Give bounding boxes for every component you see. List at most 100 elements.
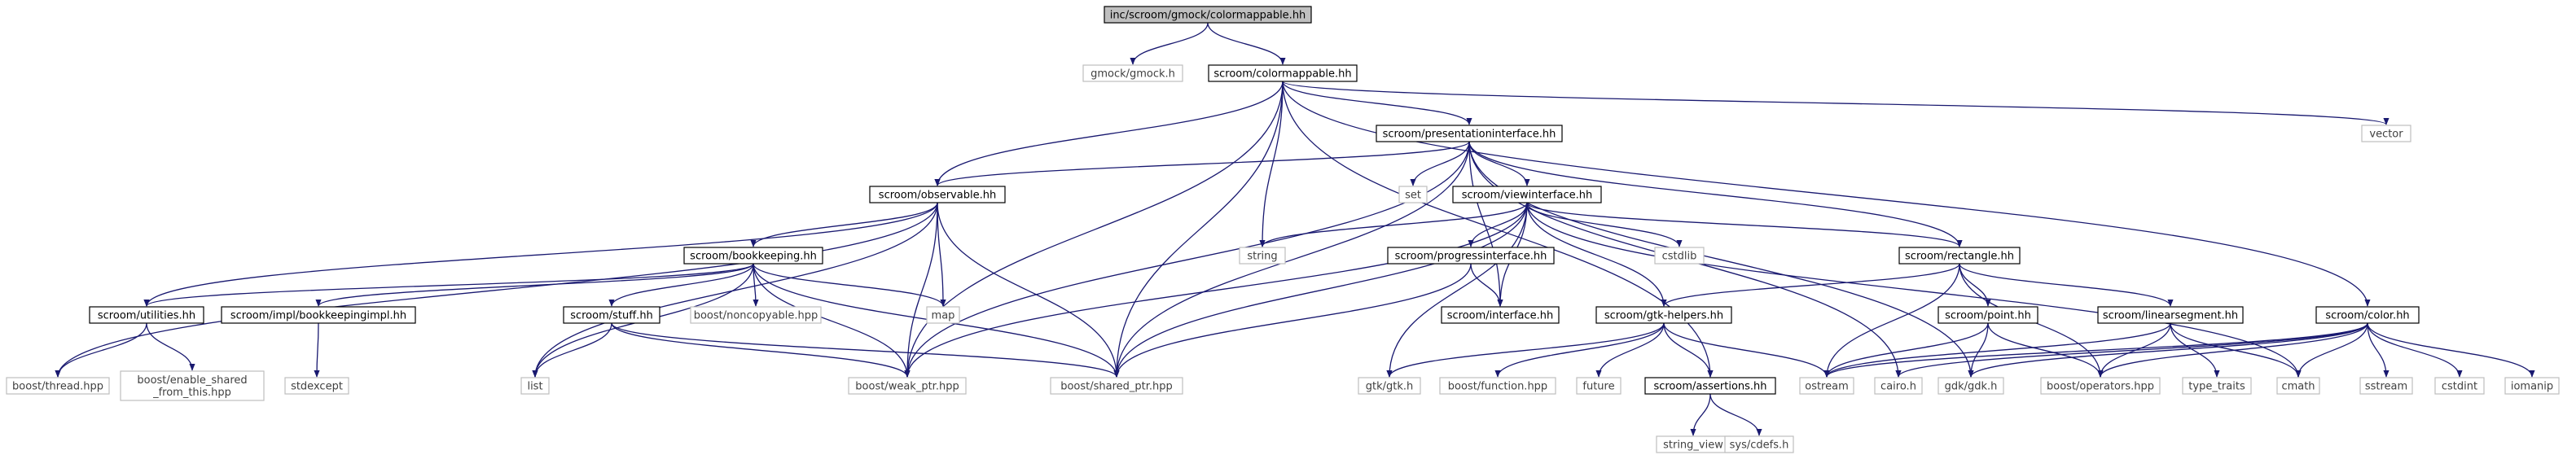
edge-line <box>2367 322 2389 378</box>
node-cmath: cmath <box>2276 377 2320 395</box>
edge-line <box>1526 202 2302 378</box>
node-label-line: scroom/gtk-helpers.hh <box>1604 310 1723 322</box>
edge-utilities-to-enable_shared <box>146 322 195 371</box>
node-boost-noncopyable-hpp: boost/noncopyable.hpp <box>690 306 822 324</box>
edge-line <box>2295 322 2368 378</box>
node-box <box>1874 377 1923 395</box>
edge-line <box>1468 202 1528 247</box>
edge-rectangle-to-gtkhelpers <box>1661 263 1960 307</box>
edge-colormappable-to-observable <box>934 81 1284 186</box>
node-label-line: boost/operators.hpp <box>2047 381 2154 393</box>
node-label: scroom/assertions.hh <box>1653 381 1766 393</box>
edge-viewinterface-to-gtk <box>1386 202 1528 378</box>
node-label: gdk/gdk.h <box>1945 381 1998 393</box>
edge-assertions-to-cdefs <box>1709 393 1762 436</box>
edge-point-to-ostream <box>1823 322 1989 378</box>
node-label-line: scroom/impl/bookkeepingimpl.hh <box>230 310 406 322</box>
node-scroom-stuff-hh[interactable]: scroom/stuff.hh <box>563 306 660 324</box>
edge-color-to-operators <box>2097 322 2368 378</box>
edge-line <box>1282 81 1472 125</box>
edge-line <box>1895 322 2368 378</box>
node-scroom-progressinterface-hh[interactable]: scroom/progressinterface.hh <box>1387 247 1555 265</box>
edge-gtkhelpers-to-future <box>1595 322 1665 378</box>
node-label: cairo.h <box>1880 381 1916 393</box>
node-label: scroom/colormappable.hh <box>1213 68 1351 81</box>
node-label: cstdint <box>2442 381 2477 393</box>
edge-line <box>1410 141 1470 186</box>
node-boost-operators-hpp: boost/operators.hpp <box>2040 377 2161 395</box>
edge-layer <box>55 22 2535 436</box>
node-box <box>2182 377 2252 395</box>
node-box <box>6 377 110 395</box>
node-box <box>1050 377 1183 395</box>
edge-line <box>532 202 938 378</box>
node-string: string <box>1239 247 1286 265</box>
node-boost-function-hpp: boost/function.hpp <box>1439 377 1556 395</box>
edge-line <box>1113 263 1472 378</box>
edge-color-to-sstream <box>2367 322 2389 378</box>
node-scroom-presentationinterface-hh[interactable]: scroom/presentationinterface.hh <box>1376 125 1563 142</box>
node-box <box>1898 247 2021 265</box>
node-scroom-viewinterface-hh[interactable]: scroom/viewinterface.hh <box>1452 186 1602 203</box>
node-label-line: boost/shared_ptr.hpp <box>1060 381 1173 393</box>
node-box <box>1937 306 2038 324</box>
node-box <box>1644 377 1776 395</box>
node-scroom-assertions-hh[interactable]: scroom/assertions.hh <box>1644 377 1776 395</box>
node-label: sys/cdefs.h <box>1730 440 1789 452</box>
node-scroom-colormappable-hh[interactable]: scroom/colormappable.hh <box>1208 64 1358 82</box>
edge-colormappable-to-color <box>1282 81 2371 307</box>
node-box <box>221 306 416 324</box>
edge-presentationinterface-to-weak_ptr <box>904 141 1470 378</box>
edge-viewinterface-to-string <box>1259 202 1528 247</box>
edge-presentationinterface-to-set <box>1410 141 1470 186</box>
edge-viewinterface-to-weak_ptr <box>904 202 1528 378</box>
node-label-line: cstdlib <box>1662 251 1697 263</box>
node-label: vector <box>2369 129 2403 141</box>
edge-line <box>1987 322 2104 378</box>
node-scroom-color-hh[interactable]: scroom/color.hh <box>2315 306 2420 324</box>
node-label-line: scroom/observable.hh <box>879 190 996 202</box>
edge-line <box>143 202 938 307</box>
edge-line <box>2367 322 2535 378</box>
edge-stuff-to-weak_ptr <box>611 322 911 378</box>
node-label-line: boost/thread.hpp <box>12 381 103 393</box>
node-boost-shared-ptr-hpp: boost/shared_ptr.hpp <box>1050 377 1183 395</box>
node-label: scroom/linearsegment.hh <box>2103 310 2238 322</box>
edge-assertions-to-string_view <box>1690 393 1711 436</box>
edge-line <box>55 202 938 378</box>
node-scroom-rectangle-hh[interactable]: scroom/rectangle.hh <box>1898 247 2021 265</box>
node-cairo-h: cairo.h <box>1874 377 1923 395</box>
node-label: gmock/gmock.h <box>1091 68 1175 81</box>
node-scroom-gtk-helpers-hh[interactable]: scroom/gtk-helpers.hh <box>1595 306 1732 324</box>
edge-line <box>2097 322 2368 378</box>
edge-gtkhelpers-to-gtk <box>1386 322 1665 378</box>
node-scroom-point-hh[interactable]: scroom/point.hh <box>1937 306 2038 324</box>
edge-color-to-cairo <box>1895 322 2368 378</box>
node-scroom-bookkeeping-hh[interactable]: scroom/bookkeeping.hh <box>683 247 823 265</box>
node-cstdint: cstdint <box>2434 377 2485 395</box>
node-label-line: scroom/presentationinterface.hh <box>1383 129 1556 141</box>
node-box <box>1387 247 1555 265</box>
node-scroom-impl-bookkeepingimpl-hh[interactable]: scroom/impl/bookkeepingimpl.hh <box>221 306 416 324</box>
edge-point-to-gdk <box>1968 322 1989 378</box>
node-label: cstdlib <box>1662 251 1697 263</box>
edge-line <box>1130 22 1209 65</box>
node-label: scroom/stuff.hh <box>570 310 653 322</box>
node-gtk-gtk-h: gtk/gtk.h <box>1358 377 1421 395</box>
node-box <box>1239 247 1286 265</box>
node-scroom-interface-hh[interactable]: scroom/interface.hh <box>1441 306 1560 324</box>
node-scroom-observable-hh[interactable]: scroom/observable.hh <box>869 186 1006 203</box>
node-scroom-utilities-hh[interactable]: scroom/utilities.hh <box>89 306 204 324</box>
edge-color-to-iomanip <box>2367 322 2535 378</box>
node-box <box>284 377 349 395</box>
node-label: scroom/viewinterface.hh <box>1462 190 1592 202</box>
edge-line <box>611 322 911 378</box>
node-label: scroom/observable.hh <box>879 190 996 202</box>
edge-gtkhelpers-to-assertions <box>1663 322 1714 378</box>
node-scroom-linearsegment-hh[interactable]: scroom/linearsegment.hh <box>2097 306 2244 324</box>
edge-observable-to-shared_ptr <box>937 202 1120 378</box>
node-label-line: string_view <box>1663 440 1723 452</box>
node-boost-enable-shared-from-this-hpp: boost/enable_shared_from_this.hpp <box>120 370 265 401</box>
edge-viewinterface-to-shared_ptr <box>1113 202 1528 378</box>
node-label: boost/operators.hpp <box>2047 381 2154 393</box>
